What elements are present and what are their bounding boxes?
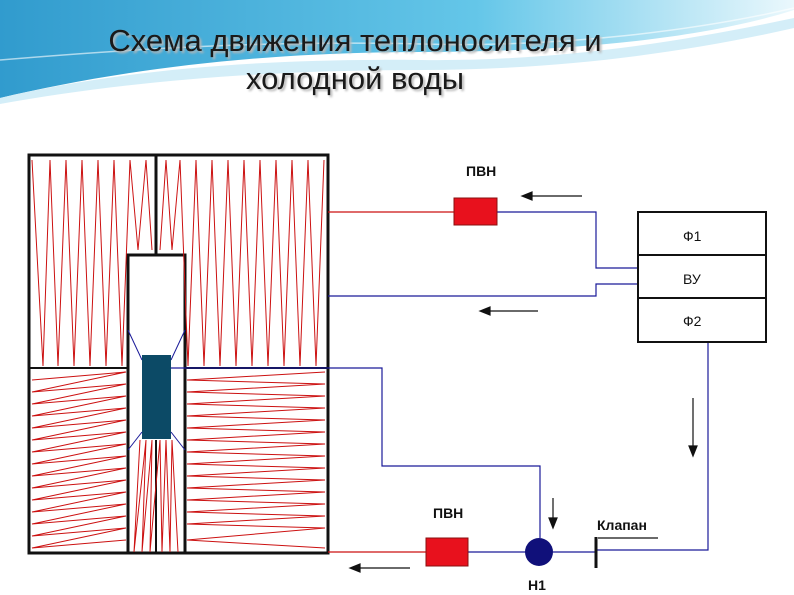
- label-pump-bottom: ПВН: [433, 505, 463, 521]
- coil-center-shaft: [133, 439, 179, 553]
- unit-block: [637, 211, 767, 343]
- pump-top: [453, 197, 498, 226]
- arrow-left-icon: [520, 191, 582, 201]
- core-block: [142, 355, 171, 439]
- cold-pipe-right: [596, 342, 709, 551]
- coil-lower-right: [186, 371, 326, 549]
- arrow-down-icon: [688, 398, 698, 458]
- unit-label-f2: Ф2: [683, 313, 702, 329]
- header-wave-decoration: [0, 0, 794, 104]
- pump-bottom: [425, 537, 469, 567]
- label-pump-n1: Н1: [528, 577, 546, 593]
- tank-structure: [27, 153, 330, 555]
- pump-n1: [525, 538, 553, 566]
- label-pump-top: ПВН: [466, 163, 496, 179]
- arrow-down-icon: [548, 498, 558, 530]
- coil-lower-left: [31, 371, 127, 549]
- unit-label-vu: ВУ: [683, 271, 701, 287]
- pipes: [171, 211, 709, 553]
- coil-upper-left: [31, 159, 153, 367]
- coil-upper-right: [159, 159, 325, 367]
- flow-arrows: [348, 191, 698, 573]
- slide-title: Схема движения теплоносителя и холодной …: [108, 23, 602, 96]
- arrow-left-icon: [348, 563, 410, 573]
- cold-pipe-to-pump: [171, 367, 541, 538]
- unit-label-f1: Ф1: [683, 228, 702, 244]
- hot-pipe-top-right: [497, 211, 638, 269]
- label-valve: Клапан: [597, 517, 647, 533]
- arrow-left-icon: [478, 306, 538, 316]
- cold-pipe-middle: [328, 283, 638, 297]
